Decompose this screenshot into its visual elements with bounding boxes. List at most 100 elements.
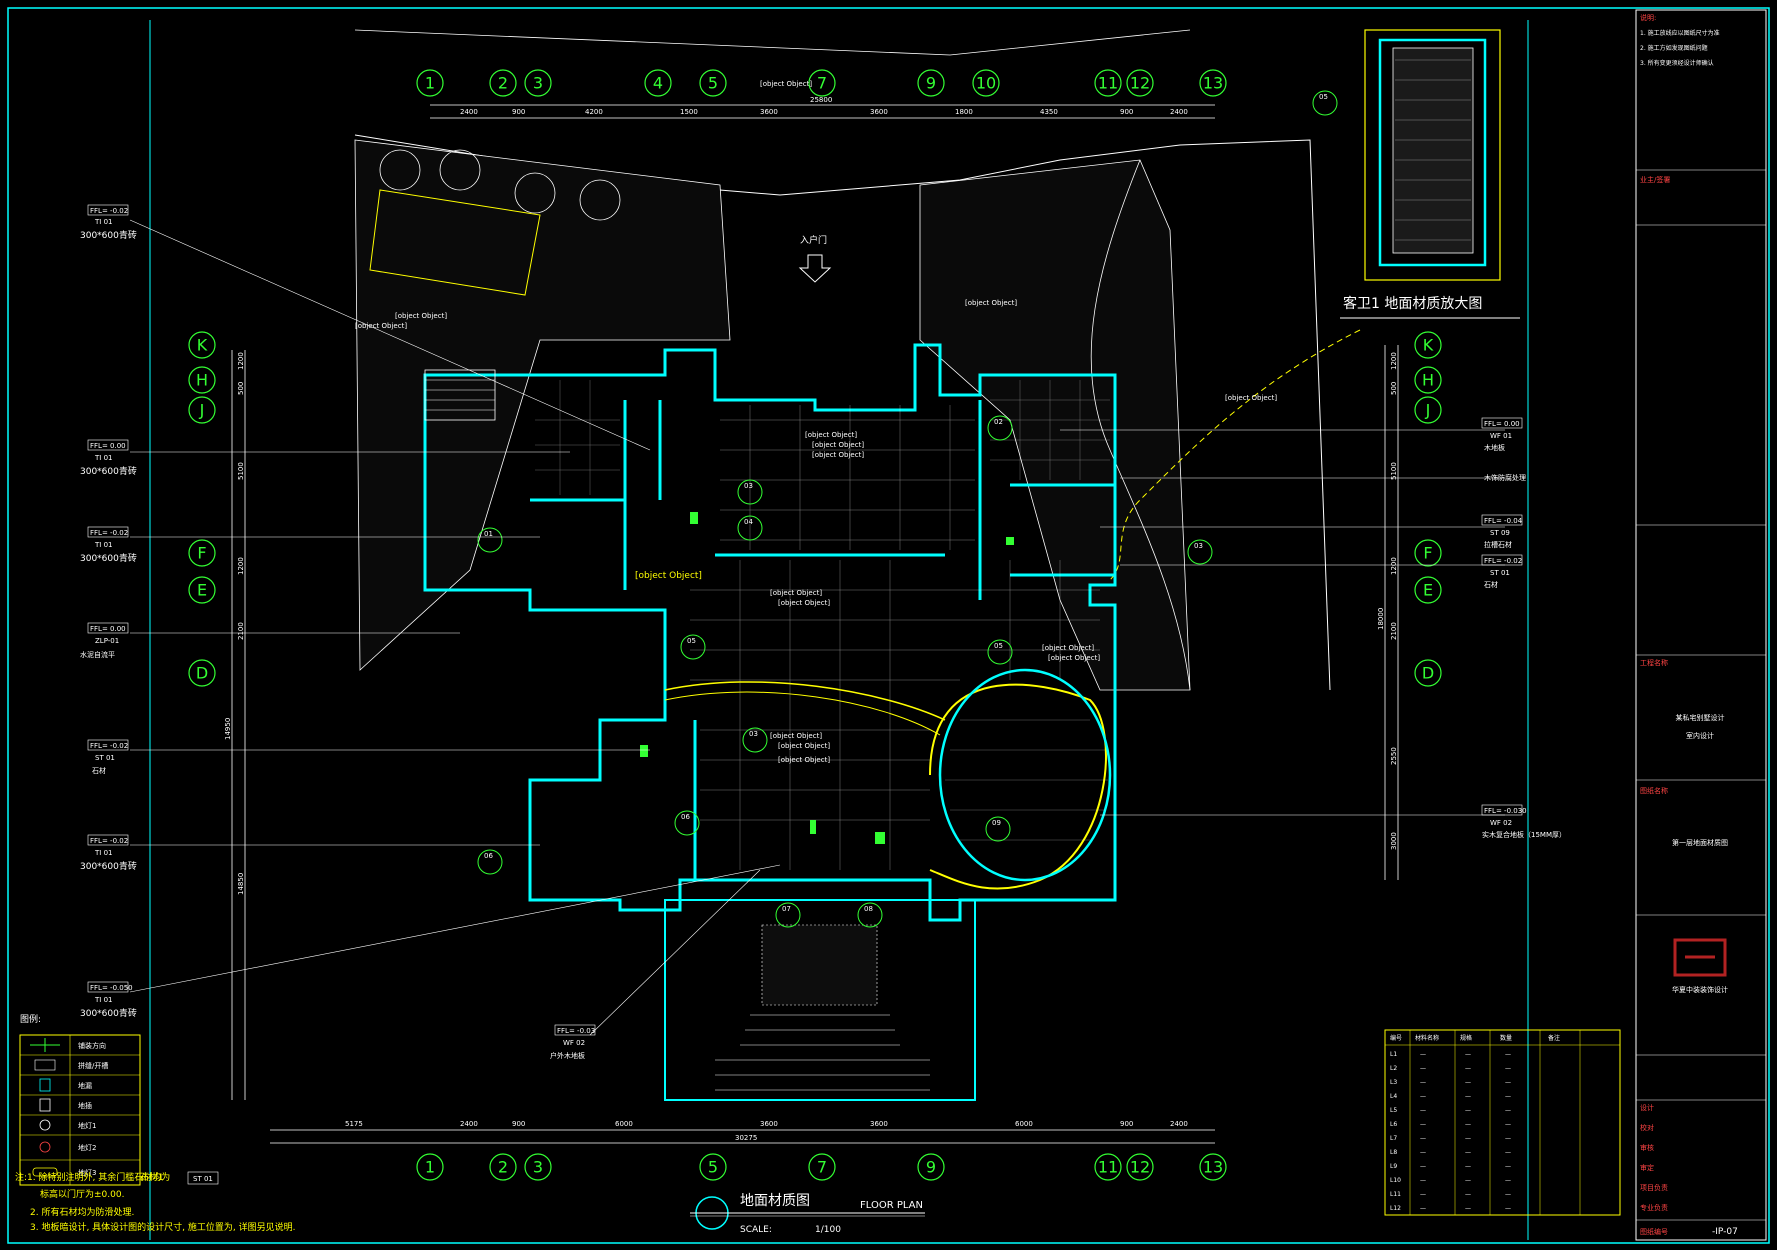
elev-tag-level: FFL= 0.00 (1484, 420, 1520, 428)
grid-label: D (196, 664, 208, 683)
dim-value: 2100 (237, 622, 245, 640)
material-table: 编号 材料名称 规格 数量 备注 L1 L2 L3 L4 L5 L6 L7 L8… (1384, 1029, 1621, 1216)
curved-step (664, 681, 946, 721)
grid-label: 10 (976, 74, 996, 93)
table-cell: — (1420, 1191, 1426, 1198)
grid-bubble (188, 539, 216, 567)
sheet-number-label: 图纸编号 (1640, 1227, 1668, 1236)
elev-tag-level: FFL= -0.03 (557, 1027, 595, 1035)
dim-total: 30275 (735, 1134, 757, 1142)
grid-bubble (416, 69, 444, 97)
dim-value: 1200 (1390, 557, 1398, 575)
elev-tag-box (87, 739, 129, 751)
tree-icon (514, 172, 556, 214)
elev-tag-box (1481, 417, 1523, 429)
grid-bubble (188, 396, 216, 424)
curved-step-2 (664, 691, 941, 736)
section-marker-label: 03 (744, 482, 753, 490)
dim-value: 14850 (237, 873, 245, 895)
dim-value: 3600 (870, 108, 888, 116)
table-header: 数量 (1500, 1034, 1512, 1042)
project-sub: 室内设计 (1686, 731, 1714, 740)
elev-tag-box (87, 526, 129, 538)
section-marker-label: 04 (744, 518, 753, 526)
terrace (664, 899, 976, 1101)
plan-label: [object Object] (1048, 654, 1100, 662)
table-cell: — (1420, 1149, 1426, 1156)
grid-bubble (188, 659, 216, 687)
garden-stair (424, 369, 496, 421)
grid-label: 1 (425, 74, 435, 93)
table-cell: — (1505, 1093, 1511, 1100)
table-cell: L8 (1390, 1149, 1397, 1156)
owner-label: 业主/签署 (1640, 175, 1670, 184)
elev-tag-mat: 户外木地板 (550, 1051, 585, 1060)
grid-label: 12 (1130, 74, 1150, 93)
table-cell: — (1420, 1121, 1426, 1128)
section-marker-label: 08 (864, 905, 873, 913)
title-block-frame (1635, 9, 1767, 1241)
elev-tag-mat: 木地板 (1484, 443, 1505, 452)
round-room-outline (929, 683, 1107, 890)
elev-tag-code: WF 01 (1490, 432, 1512, 440)
tree-icon (579, 179, 621, 221)
section-marker-icon (477, 849, 503, 875)
grid-bubble (972, 69, 1000, 97)
section-marker-icon (857, 902, 883, 928)
grid-bubble (188, 331, 216, 359)
grid-bubble (644, 69, 672, 97)
table-cell: — (1420, 1065, 1426, 1072)
arrow-cross-icon (30, 1038, 60, 1052)
role-label: 设计 (1640, 1103, 1654, 1112)
grid-label: F (1423, 544, 1432, 563)
tree-icon (379, 149, 421, 191)
elev-tag-box (87, 834, 129, 846)
section-markers (477, 90, 1338, 928)
grid-bubble (1199, 1153, 1227, 1181)
dim-value: 5175 (345, 1120, 363, 1128)
plan-label: [object Object] (965, 299, 1017, 307)
section-marker-label: 05 (1319, 93, 1328, 101)
title-block: 说明: 1. 施工放线应以图纸尺寸为准 2. 施工方如发现图纸问题 3. 所有变… (1635, 9, 1767, 1241)
grid-label: 11 (1098, 1158, 1118, 1177)
note-line: 石材1 (140, 1171, 164, 1183)
table-frame (1384, 1029, 1621, 1216)
section-marker-icon (477, 527, 503, 553)
grid-label: D (1422, 664, 1434, 683)
detail-frame (1364, 29, 1501, 281)
table-cell: — (1465, 1121, 1471, 1128)
grid-label: 7 (817, 1158, 827, 1177)
elev-tag-box (554, 1024, 596, 1036)
plan-label: [object Object] (770, 589, 822, 597)
grid-bubble (1414, 576, 1442, 604)
notes-line: 1. 施工放线应以图纸尺寸为准 (1640, 29, 1720, 37)
fixture (640, 745, 648, 757)
fixture (875, 832, 885, 844)
trees (379, 149, 621, 221)
grid-label: 1 (425, 1158, 435, 1177)
notes: 注:1. 除特别注明外, 其余门槛石材均为 石材1 ST 01 标高以门厅为±0… (15, 1171, 295, 1233)
table-cell: — (1465, 1135, 1471, 1142)
grid-label: J (1425, 401, 1431, 420)
table-header: 材料名称 (1415, 1034, 1439, 1042)
elev-tag-level: FFL= -0.02 (90, 742, 128, 750)
stone-joint-icon (34, 1059, 56, 1071)
entrance-arrow-icon (798, 254, 832, 283)
legend: 图例: 铺装方向 拼缝/开槽 地漏 地插 地灯1 地灯2 地灯3 (19, 1013, 141, 1186)
grid-labels-right: K H J F E D (1422, 336, 1434, 683)
plan-label: [object Object] (812, 451, 864, 459)
grid-labels-left: K H J F E D (196, 336, 208, 683)
elev-tag-mat: 实木复合地板（15MM厚） (1482, 830, 1566, 839)
elev-tag-box (87, 622, 129, 634)
plan-label: [object Object] (1042, 644, 1094, 652)
dim-value: 1500 (680, 108, 698, 116)
grid-label: H (196, 371, 208, 390)
dim-value: 14950 (224, 718, 232, 740)
floor-drain-icon (39, 1078, 51, 1092)
elev-tag-level: FFL= -0.02 (90, 837, 128, 845)
section-marker-label: 03 (1194, 542, 1203, 550)
dim-value: 18000 (1377, 608, 1385, 630)
elev-tag-mat: 300*600青砖 (80, 1007, 137, 1019)
section-marker-icon (680, 634, 706, 660)
floor-tiles-hall (690, 405, 1100, 870)
